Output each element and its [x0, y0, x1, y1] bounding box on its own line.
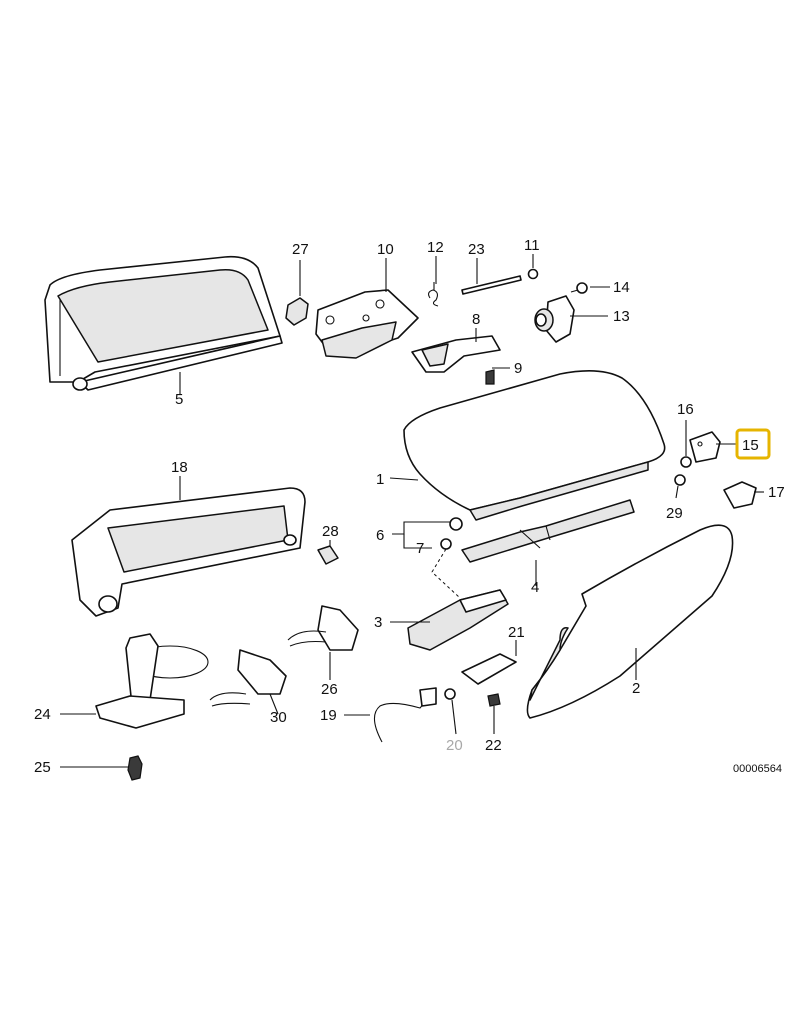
label-1[interactable]: 1: [376, 471, 384, 488]
label-15[interactable]: 15: [742, 437, 759, 454]
part-28-clip[interactable]: [317, 545, 339, 565]
part-5-upper-tray[interactable]: [44, 255, 283, 391]
label-10[interactable]: 10: [377, 241, 394, 258]
part-21-catch[interactable]: [461, 653, 517, 685]
part-8-bracket[interactable]: [411, 335, 501, 373]
part-12-spring[interactable]: [428, 282, 439, 307]
label-24[interactable]: 24: [34, 706, 51, 723]
part-24-cupholder[interactable]: [95, 633, 209, 729]
label-20[interactable]: 20: [446, 737, 463, 754]
part-1-lid[interactable]: [403, 370, 666, 521]
label-22[interactable]: 22: [485, 737, 502, 754]
reference-code: 00006564: [733, 763, 782, 775]
part-13-lock[interactable]: [534, 295, 575, 343]
part-7-screw[interactable]: [431, 538, 461, 599]
label-12[interactable]: 12: [427, 239, 444, 256]
part-25-pin[interactable]: [127, 755, 143, 781]
label-27[interactable]: 27: [292, 241, 309, 258]
part-9-screw[interactable]: [485, 369, 495, 385]
label-25[interactable]: 25: [34, 759, 51, 776]
part-labels: 27 10 12 23 11 14 13 8 9 5 18 1 6 7 28 4…: [34, 237, 785, 776]
part-14-screw[interactable]: [570, 282, 588, 294]
part-2-panel[interactable]: [526, 524, 734, 719]
part-27-clip[interactable]: [285, 297, 309, 326]
label-6[interactable]: 6: [376, 527, 384, 544]
label-9[interactable]: 9: [514, 360, 522, 377]
label-19[interactable]: 19: [320, 707, 337, 724]
label-14[interactable]: 14: [613, 279, 630, 296]
part-23-rod[interactable]: [461, 275, 522, 295]
label-28[interactable]: 28: [322, 523, 339, 540]
label-23[interactable]: 23: [468, 241, 485, 258]
part-29-washer[interactable]: [674, 474, 686, 486]
part-26-switch[interactable]: [287, 605, 359, 651]
label-21[interactable]: 21: [508, 624, 525, 641]
part-20-spring[interactable]: [444, 688, 456, 700]
label-4[interactable]: 4: [531, 579, 539, 596]
label-8[interactable]: 8: [472, 311, 480, 328]
part-19-cable[interactable]: [373, 687, 437, 743]
part-17-bracket[interactable]: [723, 481, 757, 509]
part-22-nut[interactable]: [487, 693, 501, 707]
label-17[interactable]: 17: [768, 484, 785, 501]
part-16-washer[interactable]: [680, 456, 692, 468]
label-5[interactable]: 5: [175, 391, 183, 408]
part-3-latch[interactable]: [407, 589, 509, 651]
label-2[interactable]: 2: [632, 680, 640, 697]
label-13[interactable]: 13: [613, 308, 630, 325]
label-29[interactable]: 29: [666, 505, 683, 522]
label-11[interactable]: 11: [524, 237, 540, 254]
part-10-bracket[interactable]: [315, 289, 419, 359]
part-6-screw[interactable]: [449, 517, 463, 531]
leader-lines: [60, 254, 764, 768]
part-18-lower-tray[interactable]: [71, 487, 306, 617]
part-30-switch[interactable]: [209, 649, 287, 707]
label-26[interactable]: 26: [321, 681, 338, 698]
highlight-box: [735, 428, 771, 460]
part-15-hinge[interactable]: [689, 431, 721, 463]
label-16[interactable]: 16: [677, 401, 694, 418]
label-18[interactable]: 18: [171, 459, 188, 476]
part-11-ring[interactable]: [527, 268, 539, 280]
label-7[interactable]: 7: [416, 540, 424, 557]
label-3[interactable]: 3: [374, 614, 382, 631]
label-30[interactable]: 30: [270, 709, 287, 726]
part-4-strip[interactable]: [461, 499, 635, 563]
